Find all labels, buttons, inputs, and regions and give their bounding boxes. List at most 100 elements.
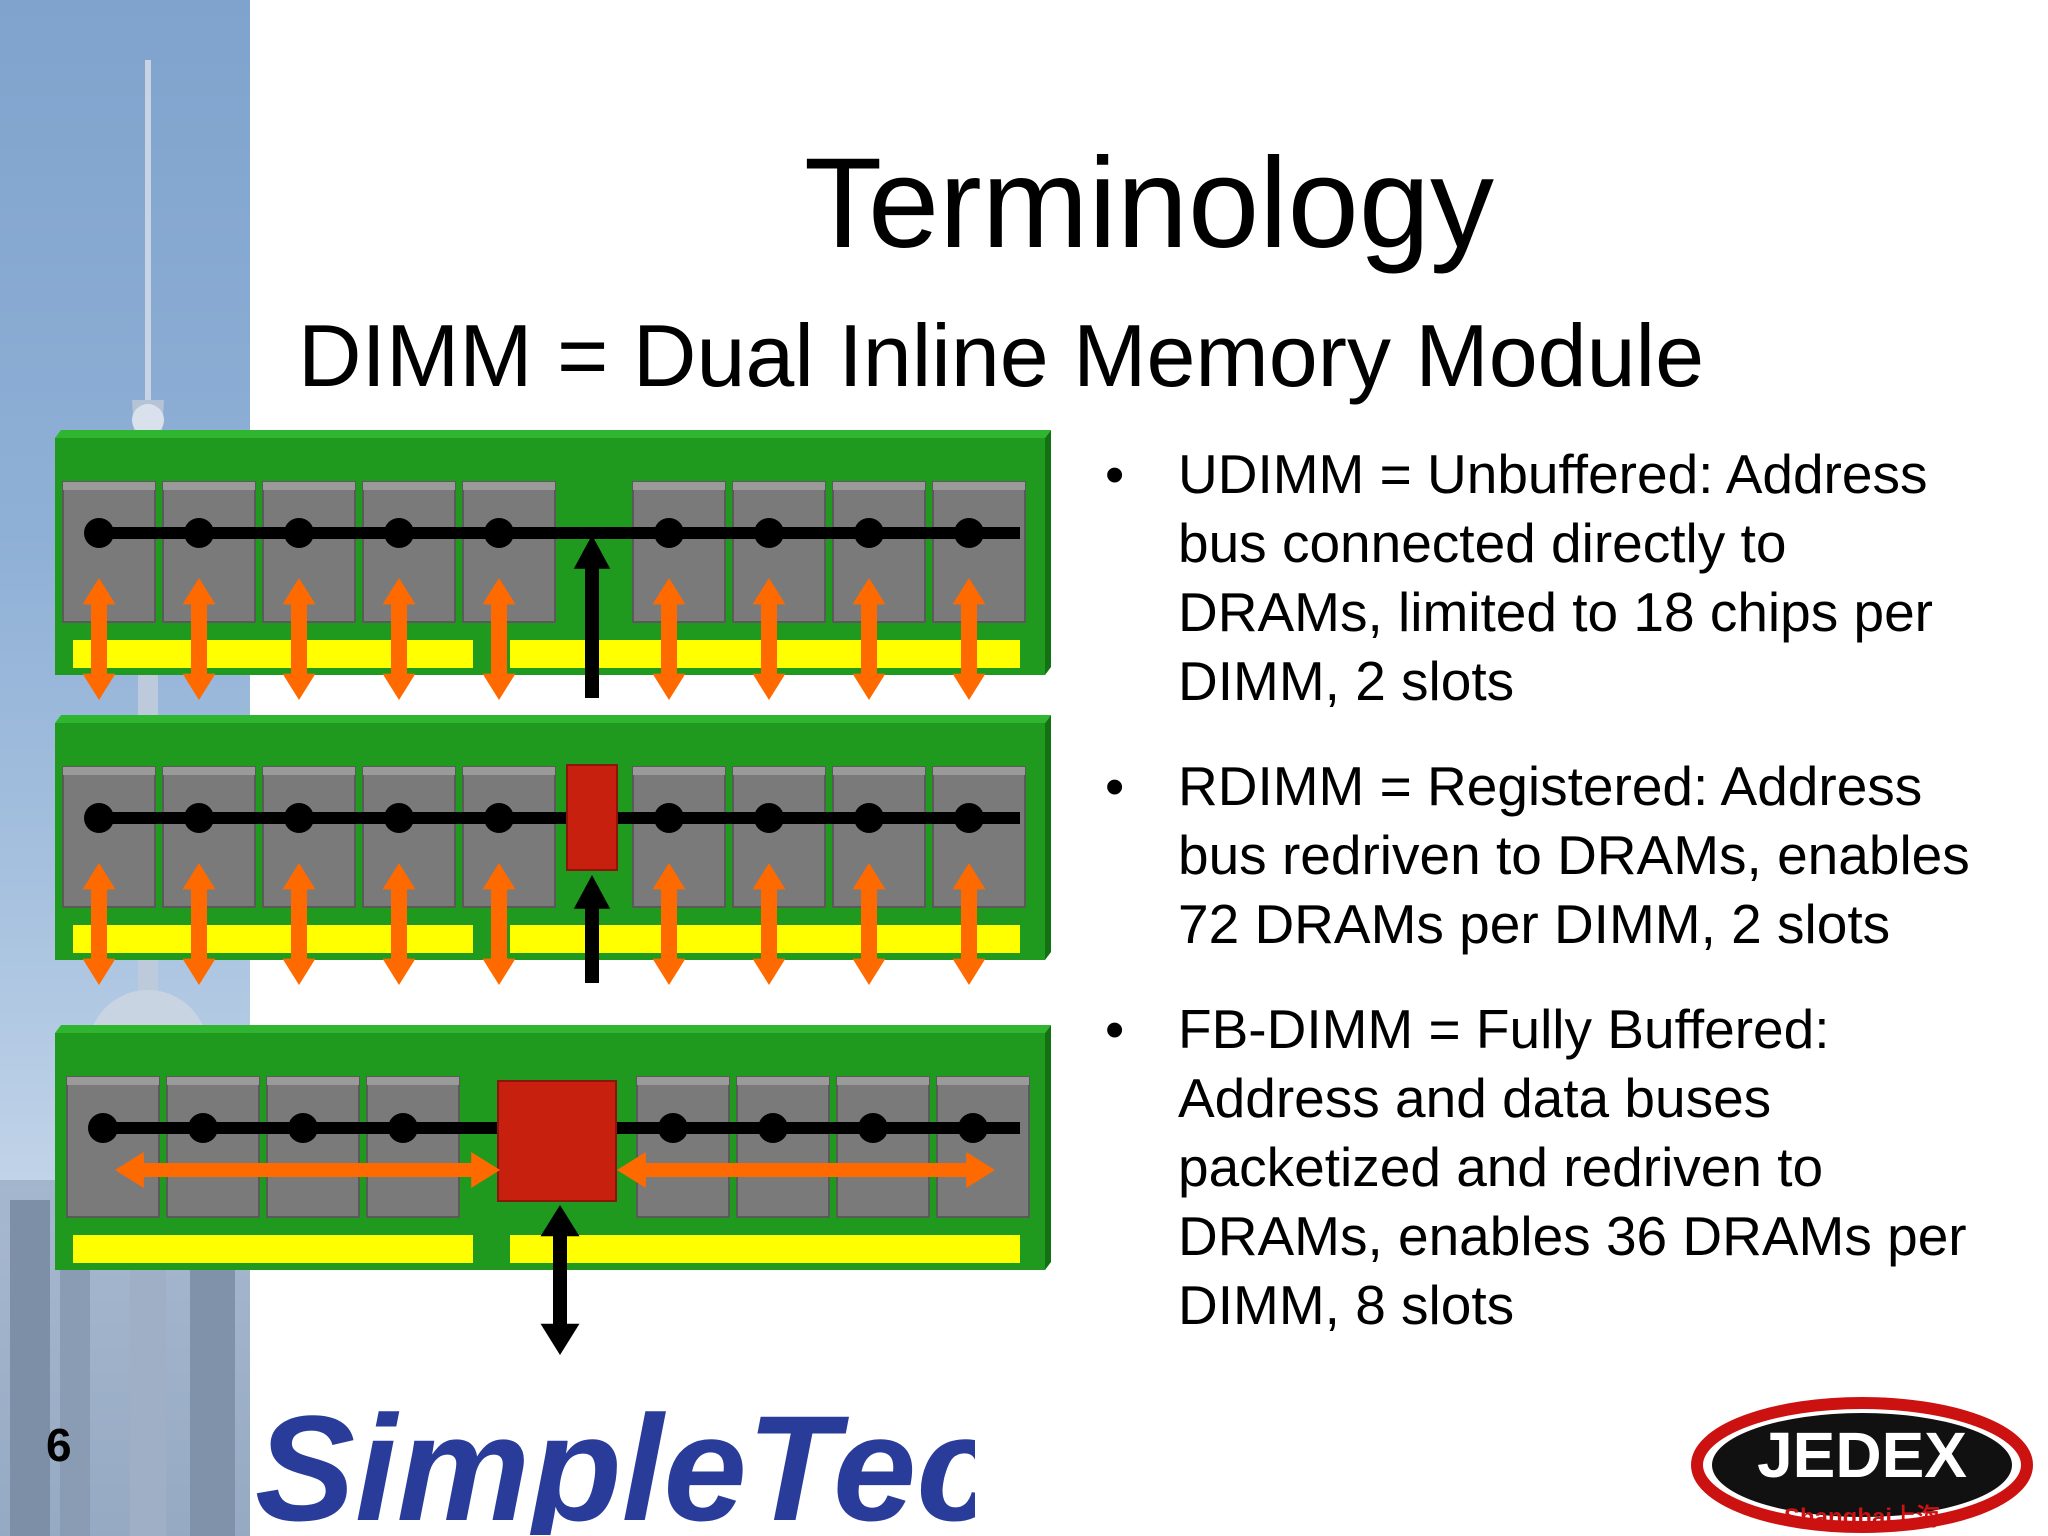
- fbdimm-bus-node: [288, 1113, 318, 1143]
- rdimm-data-arrow-head-bottom: [852, 958, 886, 985]
- fbdimm-dram-chip-top: [67, 1077, 159, 1085]
- fbdimm-dram-chip-top: [937, 1077, 1029, 1085]
- rdimm-data-arrow-head-top: [82, 863, 116, 890]
- dimm-diagram: [55, 430, 1051, 1355]
- udimm-data-arrow-head-bottom: [382, 673, 416, 700]
- rdimm-data-arrow-head-top: [752, 863, 786, 890]
- rdimm-data-arrow-head-bottom: [952, 958, 986, 985]
- udimm-bus-node: [184, 518, 214, 548]
- rdimm-data-arrow-head-bottom: [282, 958, 316, 985]
- udimm-bus-node: [284, 518, 314, 548]
- udimm-dram-chip-top: [833, 482, 925, 490]
- fbdimm-dram-chip-top: [637, 1077, 729, 1085]
- udimm-bus-node: [384, 518, 414, 548]
- rdimm-data-arrow-head-bottom: [82, 958, 116, 985]
- fbdimm-dram-chip-top: [367, 1077, 459, 1085]
- rdimm-data-arrow-head-top: [482, 863, 516, 890]
- udimm-data-arrow-head-bottom: [482, 673, 516, 700]
- udimm-data-arrow-head-top: [182, 578, 216, 605]
- rdimm-dram-chip-top: [63, 767, 155, 775]
- fbdimm-bus-node: [858, 1113, 888, 1143]
- rdimm-dram-chip-top: [833, 767, 925, 775]
- slide-title: Terminology: [803, 132, 1495, 275]
- rdimm-dram-chip-top: [463, 767, 555, 775]
- rdimm-bus-node: [954, 803, 984, 833]
- bullet-udimm: UDIMM = Unbuffered: Address bus connecte…: [1090, 440, 1990, 716]
- udimm-pcb-top-edge: [55, 430, 1051, 438]
- rdimm-bus-node: [654, 803, 684, 833]
- bullet-fbdimm: FB-DIMM = Fully Buffered: Address and da…: [1090, 995, 1990, 1340]
- jedex-logo-subtext: Shanghai上海: [1784, 1503, 1940, 1531]
- rdimm-pcb-side-edge: [1045, 715, 1051, 960]
- bullet-list: UDIMM = Unbuffered: Address bus connecte…: [1090, 440, 1990, 1340]
- fbdimm-dram-chip-top: [737, 1077, 829, 1085]
- fbdimm-dram-chip: [66, 1076, 160, 1218]
- rdimm-register-chip: [566, 764, 618, 871]
- rdimm-bus-node: [484, 803, 514, 833]
- page-number: 6: [46, 1419, 72, 1471]
- fbdimm-dram-chip: [366, 1076, 460, 1218]
- udimm-bus-node: [854, 518, 884, 548]
- fbdimm-dram-chip: [936, 1076, 1030, 1218]
- rdimm-dram-chip: [732, 766, 826, 908]
- udimm-data-arrow-head-bottom: [82, 673, 116, 700]
- dimm-modules: [55, 430, 1051, 1355]
- rdimm-data-arrow-head-bottom: [752, 958, 786, 985]
- udimm-pcb-side-edge: [1045, 430, 1051, 675]
- fbdimm-bus-node: [658, 1113, 688, 1143]
- udimm-data-arrow-head-bottom: [182, 673, 216, 700]
- rdimm-bus-node: [184, 803, 214, 833]
- fbdimm-data-arrow-left-head-left: [115, 1152, 144, 1188]
- udimm-data-arrow-head-top: [852, 578, 886, 605]
- fbdimm-amb-buffer: [497, 1080, 617, 1202]
- fbdimm-contacts-left: [73, 1235, 473, 1263]
- udimm-data-arrow-head-bottom: [952, 673, 986, 700]
- udimm-bus-node: [654, 518, 684, 548]
- slide-subtitle: DIMM = Dual Inline Memory Module: [298, 306, 1705, 405]
- udimm-data-arrow-head-top: [482, 578, 516, 605]
- bullet-rdimm: RDIMM = Registered: Address bus redriven…: [1090, 752, 1990, 959]
- rdimm-address-arrow-head: [573, 875, 611, 909]
- udimm-data-arrow-head-bottom: [752, 673, 786, 700]
- fbdimm-pcb-top-edge: [55, 1025, 1051, 1033]
- fbdimm-dram-chip: [736, 1076, 830, 1218]
- rdimm-data-arrow-head-bottom: [182, 958, 216, 985]
- udimm-data-arrow-head-top: [282, 578, 316, 605]
- udimm-bus-node: [484, 518, 514, 548]
- udimm-dram-chip-top: [263, 482, 355, 490]
- udimm-bus-node: [84, 518, 114, 548]
- simpletech-logo-text: SimpleTech: [255, 1405, 975, 1535]
- udimm-data-arrow-head-bottom: [852, 673, 886, 700]
- fbdimm-dram-chip-top: [167, 1077, 259, 1085]
- udimm-dram-chip-top: [363, 482, 455, 490]
- rdimm-data-arrow-head-bottom: [482, 958, 516, 985]
- rdimm-bus-node: [384, 803, 414, 833]
- rdimm-data-arrow-head-top: [382, 863, 416, 890]
- udimm-dram-chip-top: [733, 482, 825, 490]
- rdimm-dram-chip-top: [733, 767, 825, 775]
- rdimm-pcb-top-edge: [55, 715, 1051, 723]
- fbdimm-pcb-side-edge: [1045, 1025, 1051, 1270]
- rdimm-bus-node: [284, 803, 314, 833]
- rdimm-dram-chip-top: [633, 767, 725, 775]
- fbdimm-bus-node: [188, 1113, 218, 1143]
- fbdimm-bus-node: [388, 1113, 418, 1143]
- fbdimm-contacts-right: [510, 1235, 1020, 1263]
- rdimm-dram-chip-top: [263, 767, 355, 775]
- udimm-bus-node: [754, 518, 784, 548]
- udimm-data-arrow-head-top: [752, 578, 786, 605]
- fbdimm-dram-chip: [166, 1076, 260, 1218]
- rdimm-data-arrow-head-top: [182, 863, 216, 890]
- simpletech-logo: SimpleTech: [255, 1405, 975, 1535]
- rdimm-contacts-left: [73, 925, 473, 953]
- rdimm-bus-node: [84, 803, 114, 833]
- fbdimm-dram-chip: [636, 1076, 730, 1218]
- rdimm-data-arrow-head-bottom: [382, 958, 416, 985]
- udimm-data-arrow-head-bottom: [282, 673, 316, 700]
- rdimm-dram-chip-top: [933, 767, 1025, 775]
- udimm-data-arrow-head-top: [952, 578, 986, 605]
- udimm-data-arrow-head-top: [382, 578, 416, 605]
- fbdimm-data-arrow-right-head-right: [966, 1152, 995, 1188]
- fbdimm-data-arrow-right-head-left: [617, 1152, 646, 1188]
- rdimm-bus-node: [754, 803, 784, 833]
